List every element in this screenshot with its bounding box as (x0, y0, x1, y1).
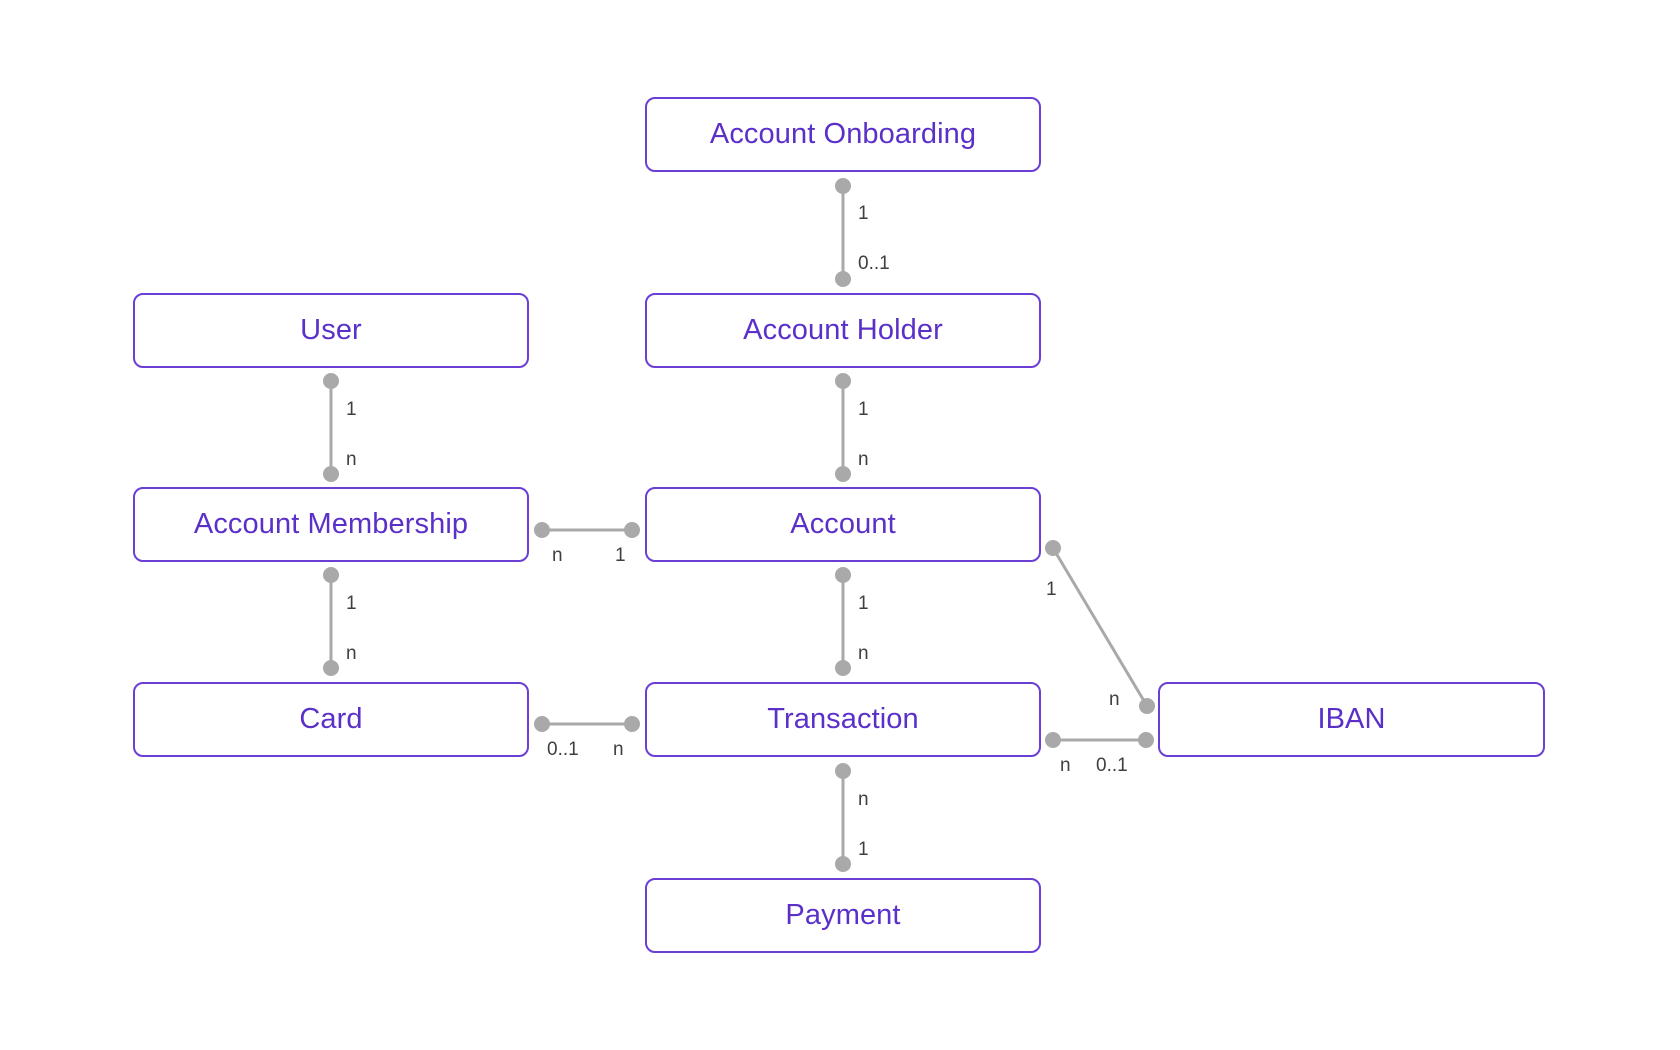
cardinality-label: 1 (858, 203, 869, 224)
relationship-endpoint-dot (1045, 732, 1061, 748)
entity-label: Transaction (767, 703, 919, 735)
entity-box-account-onboarding[interactable]: Account Onboarding (645, 97, 1041, 172)
relationship-endpoint-dot (323, 466, 339, 482)
cardinality-label: n (858, 789, 869, 810)
relationship-endpoint-dot (624, 522, 640, 538)
entity-label: Account Onboarding (709, 118, 977, 150)
cardinality-label: n (346, 449, 357, 470)
cardinality-label: n (858, 449, 869, 470)
cardinality-label: 0..1 (1096, 755, 1128, 776)
relationship-endpoint-dot (835, 567, 851, 583)
relationship-endpoint-dot (534, 716, 550, 732)
relationship-endpoint-dot (323, 660, 339, 676)
entity-box-payment[interactable]: Payment (645, 878, 1041, 953)
entity-label: IBAN (1317, 703, 1386, 735)
relationship-endpoint-dot (323, 567, 339, 583)
cardinality-label: n (613, 739, 624, 760)
cardinality-label: 1 (346, 593, 357, 614)
entity-label: Account Membership (193, 508, 469, 540)
entity-label: Account (790, 508, 896, 540)
entity-label: Account Holder (743, 314, 943, 346)
relationship-endpoint-dot (835, 466, 851, 482)
relationship-endpoint-dot (534, 522, 550, 538)
relationship-line (1051, 547, 1149, 707)
relationship-endpoint-dot (835, 856, 851, 872)
cardinality-label: n (552, 545, 563, 566)
entity-box-iban[interactable]: IBAN (1158, 682, 1545, 757)
cardinality-label: 1 (858, 593, 869, 614)
cardinality-label: n (1060, 755, 1071, 776)
cardinality-label: 1 (858, 399, 869, 420)
entity-box-account-holder[interactable]: Account Holder (645, 293, 1041, 368)
relationship-endpoint-dot (835, 373, 851, 389)
cardinality-label: 0..1 (858, 253, 890, 274)
relationship-endpoint-dot (835, 763, 851, 779)
entity-box-card[interactable]: Card (133, 682, 529, 757)
cardinality-label: 1 (858, 839, 869, 860)
cardinality-label: n (858, 643, 869, 664)
entity-box-transaction[interactable]: Transaction (645, 682, 1041, 757)
relationship-endpoint-dot (835, 271, 851, 287)
relationship-endpoint-dot (835, 660, 851, 676)
cardinality-label: 1 (1046, 579, 1057, 600)
entity-label: Card (299, 703, 363, 735)
cardinality-label: 1 (615, 545, 626, 566)
relationship-endpoint-dot (835, 178, 851, 194)
relationship-endpoint-dot (1045, 540, 1061, 556)
relationship-endpoint-dot (1139, 698, 1155, 714)
cardinality-label: n (1109, 689, 1120, 710)
entity-box-account-membership[interactable]: Account Membership (133, 487, 529, 562)
entity-label: Payment (785, 899, 901, 931)
entity-box-user[interactable]: User (133, 293, 529, 368)
cardinality-label: 0..1 (547, 739, 579, 760)
relationship-endpoint-dot (624, 716, 640, 732)
cardinality-label: 1 (346, 399, 357, 420)
entity-label: User (300, 314, 362, 346)
relationship-endpoint-dot (1138, 732, 1154, 748)
entity-box-account[interactable]: Account (645, 487, 1041, 562)
cardinality-label: n (346, 643, 357, 664)
relationship-endpoint-dot (323, 373, 339, 389)
